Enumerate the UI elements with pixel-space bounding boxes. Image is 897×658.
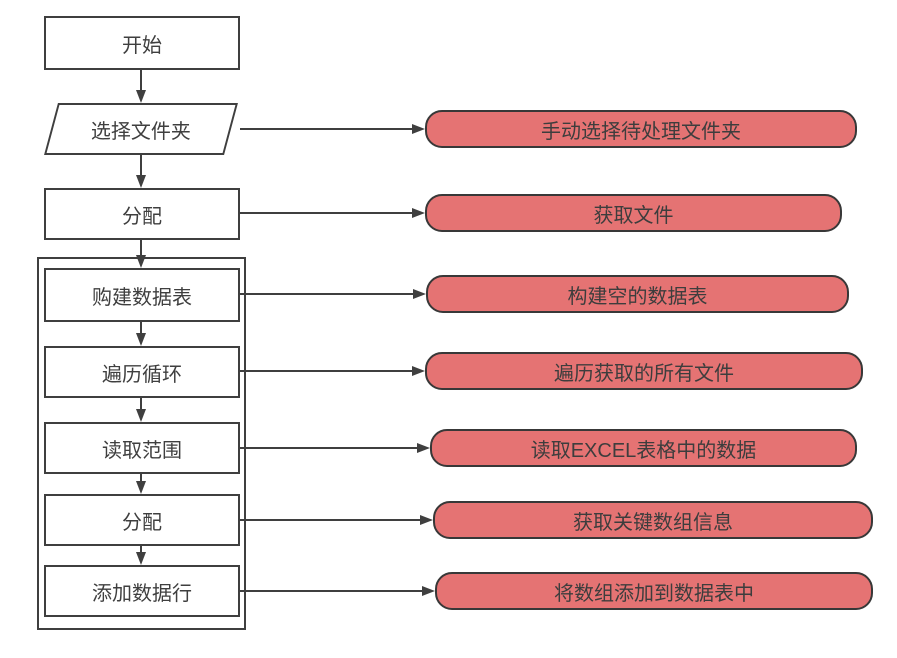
node-assign-1: 分配: [44, 188, 240, 240]
arrow-line: [240, 519, 420, 521]
annotation-label: 将数组添加到数据表中: [554, 582, 754, 605]
node-read-range: 读取范围: [44, 422, 240, 474]
node-select-folder: 选择文件夹: [44, 103, 238, 155]
annotation-build-empty-table: 构建空的数据表: [426, 275, 849, 313]
node-add-row: 添加数据行: [44, 565, 240, 617]
arrow-head-icon: [136, 255, 146, 268]
arrow-head-icon: [420, 515, 433, 525]
arrow-head-icon: [412, 366, 425, 376]
arrow-line: [140, 240, 142, 256]
arrow-line: [140, 474, 142, 482]
annotation-append-array-to-table: 将数组添加到数据表中: [435, 572, 873, 610]
node-start: 开始: [44, 16, 240, 70]
arrow-head-icon: [422, 586, 435, 596]
node-start-label: 开始: [122, 34, 162, 57]
node-loop: 遍历循环: [44, 346, 240, 398]
node-read-range-label: 读取范围: [102, 439, 182, 462]
arrow-head-icon: [136, 481, 146, 494]
annotation-label: 构建空的数据表: [567, 285, 708, 308]
arrow-head-icon: [136, 333, 146, 346]
annotation-traverse-files: 遍历获取的所有文件: [425, 352, 863, 390]
arrow-line: [240, 590, 422, 592]
arrow-head-icon: [412, 124, 425, 134]
arrow-line: [140, 546, 142, 553]
node-assign-2: 分配: [44, 494, 240, 546]
arrow-line: [140, 70, 142, 91]
annotation-get-files: 获取文件: [425, 194, 842, 232]
arrow-head-icon: [136, 90, 146, 103]
arrow-line: [240, 293, 413, 295]
node-loop-label: 遍历循环: [102, 363, 182, 386]
annotation-label: 获取关键数组信息: [573, 511, 733, 534]
arrow-line: [240, 447, 417, 449]
arrow-head-icon: [412, 208, 425, 218]
annotation-manual-select-folder: 手动选择待处理文件夹: [425, 110, 857, 148]
node-add-row-label: 添加数据行: [92, 582, 192, 605]
arrow-head-icon: [136, 175, 146, 188]
arrow-head-icon: [413, 289, 426, 299]
annotation-label: 遍历获取的所有文件: [554, 362, 734, 385]
arrow-line: [240, 370, 412, 372]
arrow-line: [240, 212, 412, 214]
node-assign-1-label: 分配: [122, 205, 162, 228]
annotation-get-key-array: 获取关键数组信息: [433, 501, 873, 539]
arrow-head-icon: [417, 443, 430, 453]
arrow-line: [140, 322, 142, 334]
arrow-head-icon: [136, 552, 146, 565]
arrow-head-icon: [136, 409, 146, 422]
node-assign-2-label: 分配: [122, 511, 162, 534]
annotation-label: 获取文件: [593, 204, 674, 227]
node-build-table: 购建数据表: [44, 268, 240, 322]
arrow-line: [140, 155, 142, 176]
node-select-folder-label: 选择文件夹: [91, 120, 191, 143]
arrow-line: [240, 128, 412, 130]
annotation-label: 手动选择待处理文件夹: [541, 120, 741, 143]
annotation-read-excel-data: 读取EXCEL表格中的数据: [430, 429, 857, 467]
annotation-label: 读取EXCEL表格中的数据: [530, 439, 757, 462]
node-build-table-label: 购建数据表: [92, 286, 192, 309]
arrow-line: [140, 398, 142, 410]
